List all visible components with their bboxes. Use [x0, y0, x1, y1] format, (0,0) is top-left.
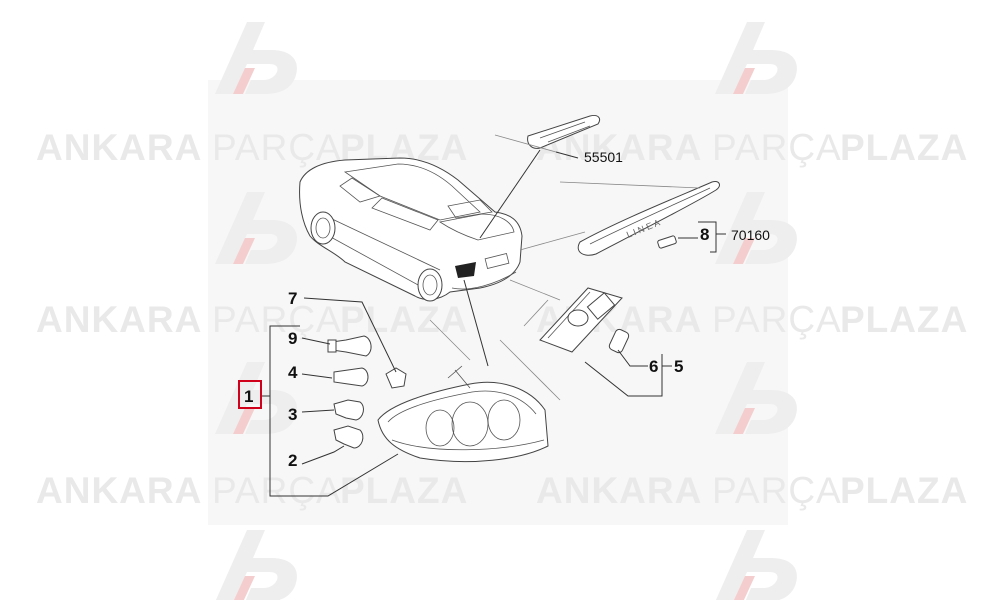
- callout-bracket: [698, 221, 717, 253]
- watermark-word: PARÇA: [212, 127, 342, 168]
- watermark-word: PLAZA: [840, 470, 968, 511]
- callout-1[interactable]: 1: [244, 387, 253, 406]
- callout-1-highlight-box: [238, 380, 262, 409]
- watermark-logo: [215, 192, 297, 264]
- watermark-word: PARÇA: [212, 470, 342, 511]
- callout-9[interactable]: 9: [288, 329, 297, 348]
- part-number-55501[interactable]: 55501: [584, 149, 623, 165]
- leader-line: [301, 409, 335, 413]
- callout-2[interactable]: 2: [288, 451, 297, 470]
- watermark-word: ANKARA: [36, 470, 202, 511]
- watermark-word: PARÇA: [712, 299, 842, 340]
- bulb-9[interactable]: [327, 335, 372, 357]
- watermark-logo: [715, 192, 797, 264]
- third-brake-light[interactable]: [527, 115, 601, 149]
- leader-line: [509, 279, 561, 301]
- watermark-text-row: ANKARA PARÇA PLAZA ANKARA PARÇA PLAZA: [36, 470, 968, 511]
- leader-line: [523, 299, 549, 327]
- tail-lamp-assembly[interactable]: [377, 365, 549, 463]
- callout-3[interactable]: 3: [288, 405, 297, 424]
- leader-line: [499, 339, 561, 401]
- leader-line: [429, 319, 471, 361]
- watermark-logo: [715, 530, 797, 600]
- leader-line: [479, 149, 541, 239]
- bulb-4[interactable]: [333, 367, 369, 387]
- watermark-word: ANKARA: [536, 470, 702, 511]
- leader-line: [301, 337, 331, 345]
- leader-line: [301, 373, 333, 379]
- watermark-word: PLAZA: [340, 470, 468, 511]
- callout-4[interactable]: 4: [288, 363, 298, 382]
- leader-line: [617, 349, 648, 367]
- callout-bracket: [269, 325, 399, 497]
- car-illustration: [299, 157, 523, 302]
- watermark-word: ANKARA: [36, 127, 202, 168]
- watermark-word: PARÇA: [212, 299, 342, 340]
- watermark-logo: [215, 362, 297, 434]
- leader-line: [559, 181, 701, 189]
- callout-7[interactable]: 7: [288, 289, 297, 308]
- callout-6[interactable]: 6: [649, 357, 658, 376]
- watermark-word: PARÇA: [712, 127, 842, 168]
- leader-line: [301, 445, 345, 465]
- watermark-logo: [215, 530, 297, 600]
- watermark-logo: [715, 362, 797, 434]
- bulb-2[interactable]: [333, 425, 364, 449]
- callout-5[interactable]: 5: [674, 357, 683, 376]
- watermark-word: PLAZA: [840, 127, 968, 168]
- leader-line: [519, 231, 586, 251]
- watermark-text-row: ANKARA PARÇA PLAZA ANKARA PARÇA PLAZA: [36, 127, 968, 168]
- watermark-word: PARÇA: [712, 470, 842, 511]
- leader-line: [303, 297, 397, 373]
- leader-line: [555, 151, 579, 159]
- plate-bulb-small[interactable]: [657, 235, 677, 249]
- leader-line: [494, 134, 557, 153]
- license-plate-lamp[interactable]: [539, 287, 623, 353]
- callout-8[interactable]: 8: [700, 225, 709, 244]
- leader-line: [463, 279, 489, 367]
- watermark-word: PLAZA: [340, 299, 468, 340]
- part-number-70160[interactable]: 70160: [731, 227, 770, 243]
- watermark-logo: [715, 22, 797, 94]
- watermark-logo: [215, 22, 297, 94]
- watermark-word: ANKARA: [36, 299, 202, 340]
- watermark-word: PLAZA: [840, 299, 968, 340]
- callout-bracket: [584, 354, 663, 397]
- watermark-logo-group: [215, 22, 797, 600]
- bulb-3[interactable]: [333, 399, 364, 421]
- plate-lamp-bulb[interactable]: [608, 328, 630, 354]
